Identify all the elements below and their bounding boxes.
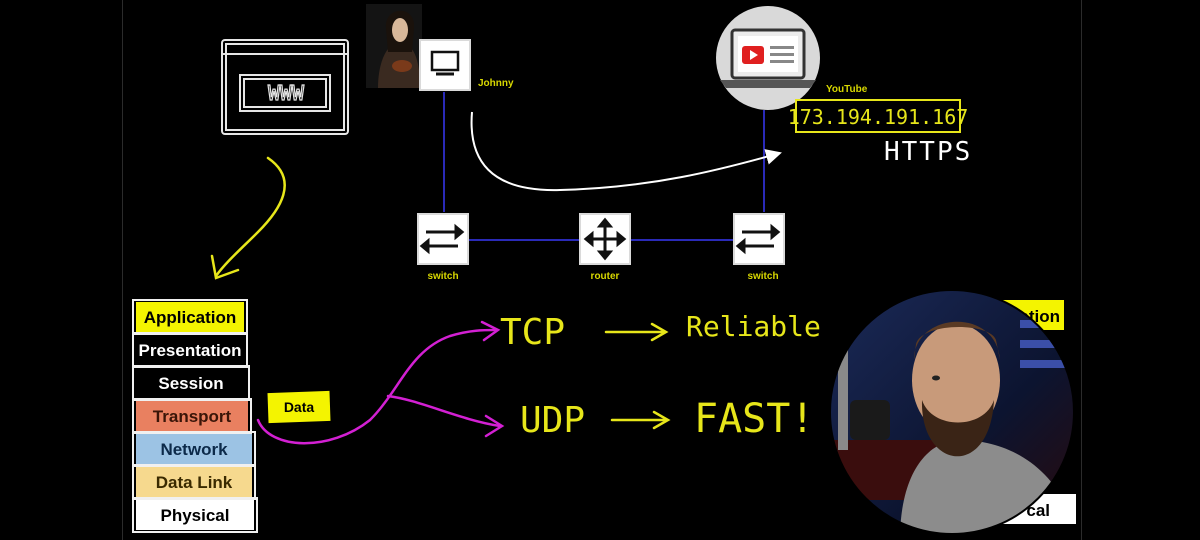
browser-to-osi-arrow [210,156,286,280]
switch-left-label: switch [427,271,458,282]
youtube-server-icon[interactable] [716,6,820,110]
osi-layer-label: Application [144,308,237,327]
osi-layer-physical: Physical [132,497,258,533]
osi-model-stack: ApplicationPresentationSessionTransportN… [132,299,258,533]
router-icon [583,217,627,261]
osi-layer-fill [136,368,246,398]
monitor-icon [430,50,460,76]
johnny-label: Johnny [478,78,514,89]
protocol-arrows [604,322,671,430]
osi-layer-data-link: Data Link [132,464,256,500]
osi-layer-label: Data Link [156,473,233,492]
switch-icon [419,223,465,255]
osi-layer-label: Session [158,374,223,393]
data-tag-text: Data [284,399,315,415]
request-arrow [470,111,782,192]
osi-layer-label: Transport [153,407,232,426]
osi-layer-fill [136,467,252,497]
osi-layer-label: Physical [161,506,230,525]
tcp-text: TCP [500,312,565,353]
router-node[interactable] [579,213,631,265]
udp-description: FAST! [694,396,814,442]
router-label: router [591,271,620,282]
udp-text: UDP [520,400,585,441]
right-osi-bottom-text: cal [1026,501,1050,520]
network-links [443,92,765,241]
osi-layer-application: Application [132,299,248,335]
osi-layer-session: Session [132,365,250,401]
osi-layer-fill [136,500,254,530]
osi-layer-presentation: Presentation [132,332,248,368]
johnny-computer-node[interactable] [419,39,471,91]
browser-window-icon: WWW [221,39,349,135]
osi-layer-fill [136,302,244,332]
data-tag: Data [267,390,331,424]
osi-layer-transport: Transport [132,398,252,434]
osi-layer-label: Presentation [139,341,242,360]
transport-fork-arrows [256,320,505,445]
youtube-label: YouTube [826,84,868,95]
osi-layer-fill [136,401,248,431]
osi-layer-fill [136,335,244,365]
browser-www-text: WWW [268,81,305,105]
switch-icon [735,223,781,255]
switch-right-label: switch [747,271,778,282]
osi-layer-network: Network [132,431,256,467]
https-note: HTTPS [884,137,972,167]
tcp-description: Reliable [686,310,821,343]
switch-left-node[interactable] [417,213,469,265]
osi-layer-label: Network [160,440,228,459]
osi-layer-outline [132,497,258,533]
ip-address: 173.194.191.167 [788,105,969,129]
ip-address-box: 173.194.191.167 [788,99,969,133]
osi-layer-fill [136,434,252,464]
switch-right-node[interactable] [733,213,785,265]
johnny-avatar [366,4,422,88]
